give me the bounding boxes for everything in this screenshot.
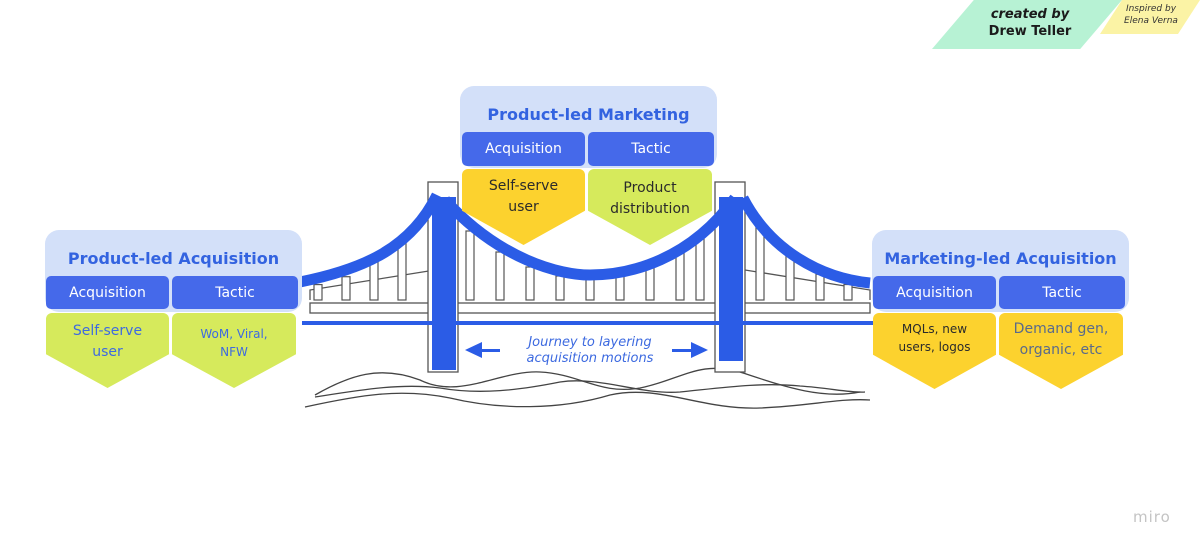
right-arrow	[672, 342, 708, 358]
card-title: Marketing-led Acquisition	[884, 249, 1117, 268]
hanger	[755, 224, 765, 301]
water-waves	[304, 367, 871, 409]
tower-pillars	[432, 197, 743, 370]
hanger	[397, 239, 407, 301]
column-header-tactic: Tactic	[999, 276, 1125, 309]
inspired-by-label: Inspired by	[1125, 4, 1177, 14]
hanger	[495, 251, 505, 301]
hanger	[843, 283, 853, 301]
column-header-tactic: Tactic	[588, 132, 714, 166]
hanger	[313, 283, 323, 301]
hanger	[555, 275, 565, 301]
inspired-by-name: Elena Verna	[1124, 16, 1178, 26]
created-by-label: created by	[990, 7, 1070, 22]
left-arrow	[465, 342, 500, 358]
bridge-hangers	[313, 224, 853, 301]
hanger	[525, 266, 535, 301]
column-header-acquisition: Acquisition	[873, 276, 996, 309]
hanger	[585, 278, 595, 301]
column-header-acquisition: Acquisition	[462, 132, 585, 166]
hanger	[695, 238, 705, 301]
column-header-tactic: Tactic	[172, 276, 298, 309]
hanger	[675, 251, 685, 301]
card-title: Product-led Marketing	[487, 105, 690, 124]
hanger	[341, 276, 351, 301]
miro-watermark: miro	[1133, 508, 1171, 526]
created-by-name: Drew Teller	[988, 24, 1072, 39]
journey-caption-line1: Journey to layering	[528, 335, 652, 350]
hanger	[815, 273, 825, 301]
journey-caption-line2: acquisition motions	[526, 350, 654, 366]
hanger	[645, 266, 655, 301]
suspension-cables	[298, 192, 871, 289]
hanger	[615, 275, 625, 301]
journey-caption: Journey to layering acquisition motions	[505, 335, 675, 366]
hanger	[369, 261, 379, 301]
card-title: Product-led Acquisition	[67, 249, 280, 268]
column-header-acquisition: Acquisition	[46, 276, 169, 309]
hanger	[465, 230, 475, 301]
